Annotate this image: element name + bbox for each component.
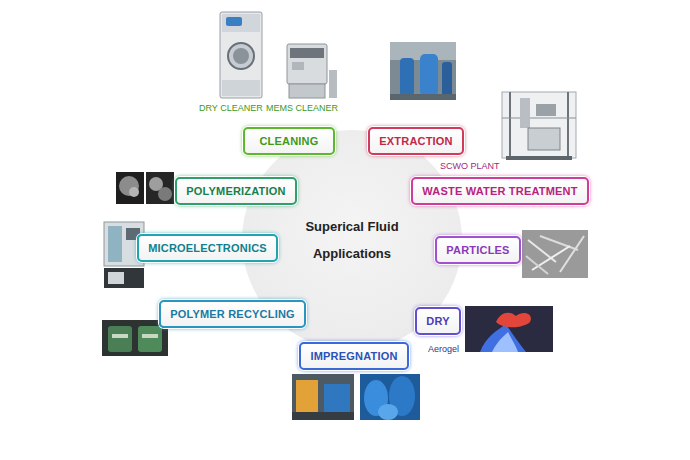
application-box: EXTRACTION (368, 127, 464, 155)
polymer-recycling-photo (102, 320, 168, 356)
impregnation-photo (292, 374, 420, 420)
application-label: IMPREGNATION (310, 350, 397, 362)
application-box: PARTICLES (435, 236, 521, 264)
application-box: IMPREGNATION (299, 342, 409, 370)
mems-cleaner-photo (287, 44, 337, 98)
photo-caption: DRY CLEANER (199, 103, 263, 113)
dry-cleaner-photo (220, 12, 262, 98)
polymerization-photo (116, 172, 174, 204)
application-label: WASTE WATER TREATMENT (422, 185, 577, 197)
extraction-photo (390, 42, 456, 100)
photo-caption: SCWO PLANT (440, 161, 500, 171)
application-label: DRY (426, 315, 449, 327)
application-label: PARTICLES (446, 244, 509, 256)
aerogel-photo (465, 306, 553, 352)
application-label: POLYMER RECYCLING (170, 308, 295, 320)
photo-caption: MEMS CLEANER (266, 103, 338, 113)
application-label: EXTRACTION (379, 135, 453, 147)
application-label: MICROELECTRONICS (148, 242, 267, 254)
particles-photo (522, 230, 588, 278)
application-box: POLYMERIZATION (175, 177, 297, 205)
application-label: CLEANING (259, 135, 318, 147)
application-box: MICROELECTRONICS (137, 234, 278, 262)
application-label: POLYMERIZATION (186, 185, 285, 197)
scwo-plant-photo (502, 92, 576, 160)
photo-caption: Aerogel (428, 344, 459, 354)
hub-title: Superical Fluid Applications (292, 213, 412, 267)
application-box: POLYMER RECYCLING (159, 300, 306, 328)
application-box: CLEANING (243, 127, 335, 155)
application-box: WASTE WATER TREATMENT (411, 177, 589, 205)
application-box: DRY (415, 307, 461, 335)
